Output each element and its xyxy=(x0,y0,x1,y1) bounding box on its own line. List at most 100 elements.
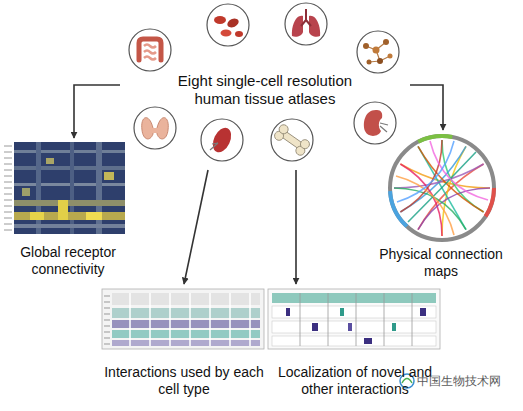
circos-plot xyxy=(390,136,494,240)
matrix-cell xyxy=(312,323,318,331)
matrix-header xyxy=(112,293,260,305)
heatmap-cell xyxy=(30,212,44,220)
chord xyxy=(430,141,488,200)
marrow-cell xyxy=(367,60,372,65)
colon xyxy=(139,39,161,60)
thyroid-icon xyxy=(134,107,176,149)
marrow-cell xyxy=(363,43,369,49)
panel-caption: Global receptor connectivity xyxy=(6,244,130,278)
kidney xyxy=(364,110,382,136)
matrix-cell xyxy=(364,338,372,344)
bone-marrow-icon xyxy=(357,31,399,73)
blood-icon xyxy=(207,4,249,46)
heatmap-cell xyxy=(86,212,102,220)
chord xyxy=(397,141,454,202)
flow-arrow xyxy=(410,85,443,130)
heatmap-row xyxy=(14,224,125,228)
blood-cell xyxy=(235,31,243,37)
bone-end xyxy=(277,123,290,136)
matrix-cell xyxy=(392,323,396,331)
panel-caption: Interactions used by each cell type xyxy=(96,364,272,398)
figure-panel: Physical connection maps xyxy=(370,130,512,280)
matrix-cell xyxy=(286,308,290,316)
matrix-grid xyxy=(300,293,412,346)
bone-end xyxy=(299,138,312,151)
icon-circle xyxy=(207,4,249,46)
thyroid-isthmus xyxy=(152,128,158,133)
heatmap xyxy=(4,142,125,234)
ureter xyxy=(380,123,388,132)
matrix-cell xyxy=(348,323,352,331)
matrix-grid xyxy=(130,293,250,346)
circos-ring xyxy=(390,136,494,240)
matrix-band xyxy=(112,308,260,318)
matrix-band xyxy=(272,321,436,333)
figure-panel: Global receptor connectivity xyxy=(6,138,130,278)
panel-caption: Physical connection maps xyxy=(370,246,512,280)
trachea xyxy=(301,9,311,26)
heatmap-cell xyxy=(22,188,30,196)
localization-matrix xyxy=(268,289,440,349)
heatmap-cell xyxy=(104,172,114,180)
matrix-frame xyxy=(268,289,440,349)
heatmap-cell xyxy=(46,158,54,164)
matrix-band xyxy=(272,293,436,303)
heatmap-col xyxy=(70,142,74,234)
bone-icon xyxy=(271,119,313,161)
marrow-cell xyxy=(383,39,389,45)
matrix-band xyxy=(272,306,436,318)
row-ticks xyxy=(104,296,110,344)
heatmap-col xyxy=(96,142,102,234)
heatmap-row xyxy=(14,183,125,186)
row-ticks xyxy=(4,146,12,230)
watermark: 中国生物技术网 xyxy=(417,373,501,390)
icon-circle xyxy=(134,107,176,149)
kidney-icon xyxy=(354,102,396,144)
marrow-cell xyxy=(373,47,380,54)
small-intestine xyxy=(144,45,156,60)
marrow-cell xyxy=(377,58,383,64)
icon-circle xyxy=(129,29,171,71)
heatmap-row xyxy=(14,212,125,220)
lung-icon xyxy=(285,3,327,45)
heatmap-col xyxy=(36,142,41,234)
thyroid-lobes xyxy=(142,118,169,139)
icon-circle xyxy=(201,119,243,161)
flow-arrow xyxy=(295,170,297,284)
cell-type-matrix xyxy=(102,289,264,349)
figure-panel: Interactions used by each cell type xyxy=(96,284,272,398)
heatmap-base xyxy=(14,142,125,234)
heatmap-row xyxy=(14,150,125,153)
matrix-band xyxy=(112,330,260,338)
matrix-cell xyxy=(340,308,344,316)
chord xyxy=(396,176,454,235)
matrix-band xyxy=(272,336,436,346)
circos-segment xyxy=(390,136,494,240)
chord xyxy=(408,152,476,222)
spleen-icon xyxy=(201,119,243,161)
icon-circle xyxy=(357,31,399,73)
blood-cell xyxy=(226,17,240,29)
flow-arrow xyxy=(74,85,120,138)
chord xyxy=(400,140,442,212)
blood-cell xyxy=(221,30,232,37)
center-title: Eight single-cell resolution human tissu… xyxy=(163,72,368,108)
icon-circle xyxy=(285,3,327,45)
atlas-group: Eight single-cell resolution human tissu… xyxy=(120,5,410,170)
heatmap-row xyxy=(14,166,125,170)
blood-cell xyxy=(214,16,226,24)
lung-lobe xyxy=(309,16,320,37)
matrix-band xyxy=(112,320,260,328)
heatmap-row xyxy=(14,200,125,206)
matrix-frame xyxy=(102,289,264,349)
lung-lobe xyxy=(292,16,303,37)
vessel xyxy=(210,143,218,150)
circos-segment xyxy=(390,136,494,240)
icon-circle xyxy=(354,102,396,144)
marrow-cell xyxy=(388,54,393,59)
matrix-cell xyxy=(420,308,426,316)
circos-segment xyxy=(390,136,494,240)
